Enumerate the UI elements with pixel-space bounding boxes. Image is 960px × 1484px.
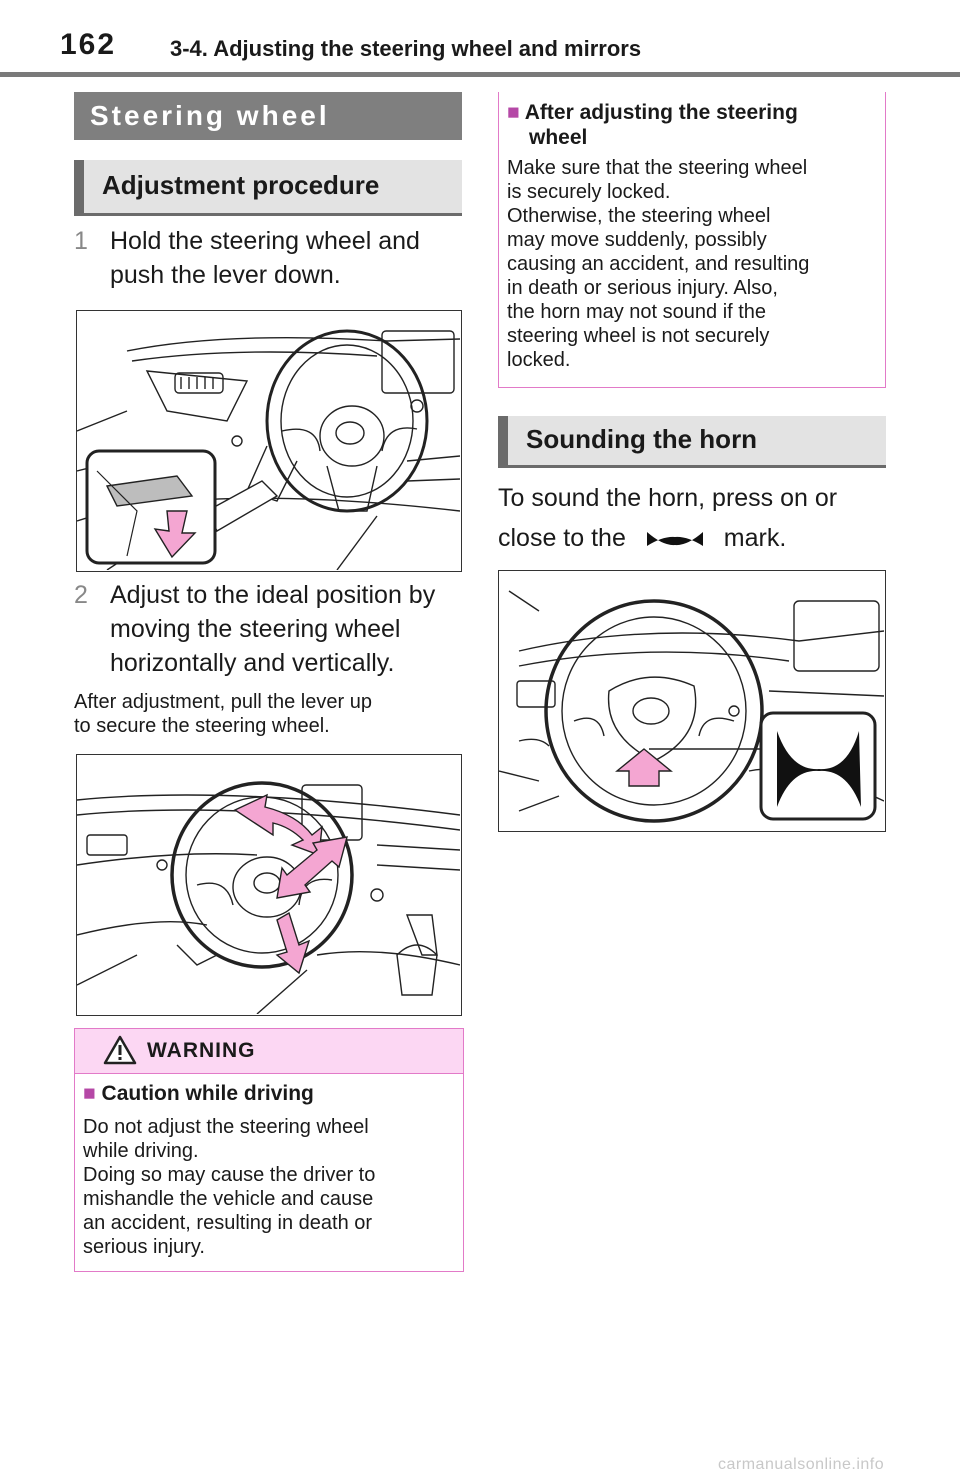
text-fragment: close to the [498,524,626,552]
text-line: mishandle the vehicle and cause [83,1188,374,1210]
text-line: After adjustment, pull the lever up [74,691,372,713]
note-heading-line: wheel [529,126,588,149]
text-line: Make sure that the steering wheel [507,157,808,179]
note-heading-line: After adjusting the steering [524,101,798,124]
subsection-title: Sounding the horn [526,424,758,454]
text-line: close to the mark. [498,518,918,558]
subsection-adjustment-procedure: Adjustment procedure [74,160,462,216]
chapter-title: 3-4. Adjusting the steering wheel and mi… [170,36,642,61]
adjustment-note: After adjustment, pull the lever up to s… [74,690,464,738]
step-text-line: push the lever down. [110,261,341,289]
square-bullet-icon: ■ [507,101,520,124]
step-text-line: horizontally and vertically. [110,649,395,677]
step-1: 1 Hold the steering wheel and push the l… [74,224,464,294]
warning-header: WARNING [75,1029,463,1074]
warning-box: WARNING ■ Caution while driving Do not a… [74,1028,464,1272]
text-line: Do not adjust the steering wheel [83,1116,369,1138]
text-line: To sound the horn, press on or [498,484,838,512]
text-line: in death or serious injury. Also, [507,277,778,299]
watermark: carmanualsonline.info [718,1456,885,1473]
text-line: may move suddenly, possibly [507,229,767,251]
figure-horn [498,570,886,832]
text-line: locked. [507,349,571,371]
square-bullet-icon: ■ [83,1082,96,1105]
step-text-line: moving the steering wheel [110,615,401,643]
text-line: Otherwise, the steering wheel [507,205,771,227]
figure-horn-illustration [499,590,884,823]
step-number: 1 [74,227,88,255]
warning-label: WARNING [147,1039,256,1062]
figure-adjust-illustration [77,781,460,1014]
step-2: 2 Adjust to the ideal position by moving… [74,578,464,680]
text-line: causing an accident, and resulting [507,253,810,275]
figure-lever-illustration [77,329,460,570]
warning-heading-text: Caution while driving [101,1082,314,1105]
note-heading: ■ After adjusting the steering wheel [507,100,877,150]
text-line: an accident, resulting in death or [83,1212,373,1234]
step-text-line: Hold the steering wheel and [110,227,420,255]
note-box: ■ After adjusting the steering wheel Mak… [498,92,886,388]
horn-icon [646,532,703,547]
horn-icon-enlarged [777,731,861,807]
text-line: Doing so may cause the driver to [83,1164,376,1186]
text-line: the horn may not sound if the [507,301,767,323]
figure-tilt-lever [76,310,462,572]
text-line: steering wheel is not securely [507,325,770,347]
warning-heading: ■ Caution while driving [83,1081,453,1106]
horn-instruction: To sound the horn, press on or close to … [498,478,918,558]
text-line: to secure the steering wheel. [74,715,330,737]
figure-adjust-position [76,754,462,1016]
section-title-bar: Steering wheel [74,92,462,140]
section-title: Steering wheel [90,100,330,131]
subsection-title: Adjustment procedure [102,170,380,200]
warning-triangle-icon [103,1035,137,1065]
text-line: serious injury. [83,1236,205,1258]
text-line: while driving. [83,1140,199,1162]
page-number: 162 [60,28,117,61]
note-body: Make sure that the steering wheel is sec… [507,156,883,372]
text-fragment: mark. [723,524,787,552]
step-number: 2 [74,581,88,609]
warning-body: Do not adjust the steering wheel while d… [83,1115,459,1259]
subsection-sounding-horn: Sounding the horn [498,416,886,468]
text-line: is securely locked. [507,181,671,203]
step-text-line: Adjust to the ideal position by [110,581,436,609]
header-divider [0,72,960,77]
